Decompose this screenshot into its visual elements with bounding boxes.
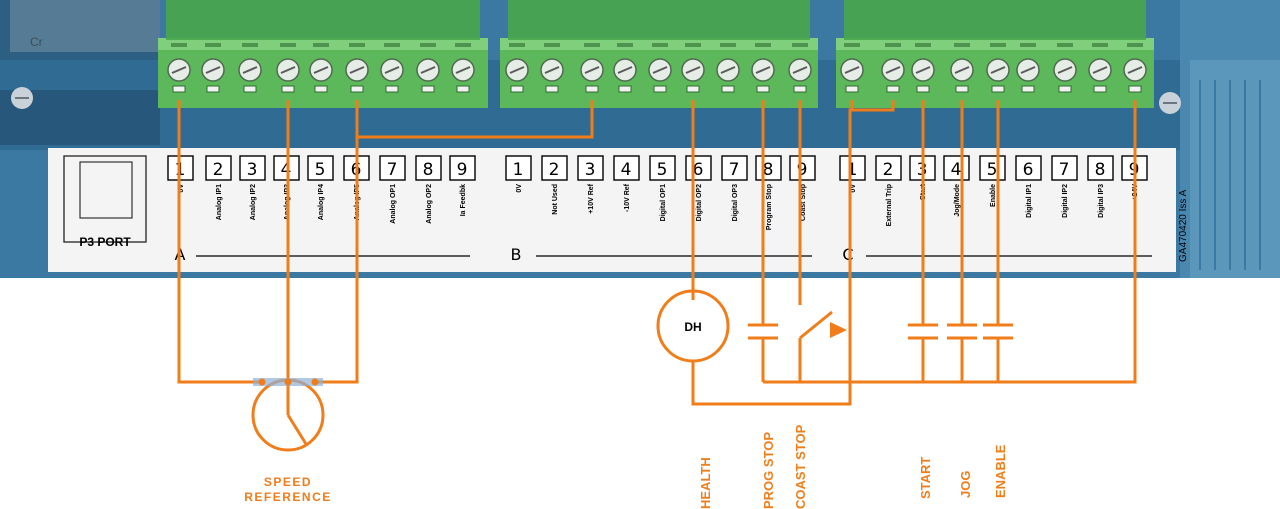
health-label: HEALTH: [698, 457, 713, 509]
terminal-number: 4: [951, 160, 962, 180]
speed-reference-line2: REFERENCE: [244, 490, 332, 504]
terminal-number: 3: [247, 160, 258, 180]
terminal-label: 0V: [516, 184, 523, 193]
cr-text: Cr: [30, 35, 43, 49]
terminal-label: Digital OP3: [732, 184, 739, 221]
terminal-label: Analog OP2: [426, 184, 433, 224]
terminal-label: Digital IP2: [1062, 184, 1069, 218]
terminal-number-box: [721, 155, 748, 181]
terminal-number-box: [943, 155, 970, 181]
terminal-group-letter: B: [511, 245, 522, 264]
terminal-label: Digital IP1: [1026, 184, 1033, 218]
coast-stop-label: COAST STOP: [793, 424, 808, 509]
terminal-label: Enable: [990, 184, 997, 207]
terminal-label: 0V: [850, 184, 857, 193]
terminal-number: 3: [585, 160, 596, 180]
wiring: [177, 100, 1137, 452]
start-label: START: [918, 457, 933, 499]
annotations: SPEED REFERENCE HEALTH PROG STOP COAST S…: [244, 424, 1008, 509]
terminal-number-box: [789, 155, 816, 181]
speed-reference-line1: SPEED: [264, 475, 312, 489]
wire-a1: [177, 100, 260, 384]
terminal-number: 7: [387, 160, 398, 180]
terminal-label: External Trip: [886, 184, 893, 226]
terminal-number-box: [449, 155, 476, 181]
terminal-number: 5: [315, 160, 326, 180]
terminal-number: 5: [657, 160, 668, 180]
terminal-label: Jog/Mode: [954, 184, 961, 217]
terminal-number-box: [1087, 155, 1114, 181]
terminal-number-box: [1051, 155, 1078, 181]
terminal-label: Analog IP1: [216, 184, 223, 220]
terminal-number-box: [979, 155, 1006, 181]
terminal-number-box: [1015, 155, 1042, 181]
wire-a6: [315, 100, 359, 384]
terminal-number: 6: [693, 160, 704, 180]
terminal-label: 0V: [178, 184, 185, 193]
terminal-number-box: [649, 155, 676, 181]
terminal-label: Digital OP1: [660, 184, 667, 221]
terminal-number-box: [307, 155, 334, 181]
terminal-number: 5: [987, 160, 998, 180]
terminal-number: 1: [513, 160, 524, 180]
terminal-label: Analog OP1: [390, 184, 397, 224]
wire-b3: [357, 100, 594, 139]
terminal-number: 8: [423, 160, 434, 180]
terminal-number: 2: [213, 160, 224, 180]
terminal-number: 7: [1059, 160, 1070, 180]
terminal-number: 2: [883, 160, 894, 180]
terminal-number-box: [755, 155, 782, 181]
dh-label: DH: [684, 320, 701, 334]
terminal-label: Coast Stop: [800, 184, 807, 221]
terminal-label: +10V Ref: [588, 183, 595, 213]
terminal-number-box: [415, 155, 442, 181]
terminal-number: 2: [549, 160, 560, 180]
terminal-label: Analog IP2: [250, 184, 257, 220]
terminal-number: 6: [1023, 160, 1034, 180]
enable-label: ENABLE: [993, 444, 1008, 498]
arrow-icon: [830, 322, 847, 338]
terminal-number-box: [541, 155, 568, 181]
terminal-number: 9: [457, 160, 468, 180]
terminal-number: 9: [797, 160, 808, 180]
wire-c9: [763, 100, 1137, 384]
terminal-label: Analog IP4: [318, 184, 325, 220]
terminal-label: Program Stop: [766, 184, 773, 230]
p3-port-label: P3 PORT: [79, 235, 131, 249]
terminal-number-box: [613, 155, 640, 181]
terminal-number: 4: [621, 160, 632, 180]
terminal-number-box: [239, 155, 266, 181]
terminal-connectors: [158, 0, 1154, 108]
terminal-number-box: [205, 155, 232, 181]
terminal-number: 8: [1095, 160, 1106, 180]
terminal-number-box: [839, 155, 866, 181]
terminal-group-letter: C: [842, 245, 853, 264]
prog-stop-label: PROG STOP: [761, 432, 776, 509]
terminal-number: 4: [281, 160, 292, 180]
health-relay-icon: [656, 289, 730, 363]
terminal-label: Not Used: [552, 184, 559, 215]
terminal-number-box: [505, 155, 532, 181]
terminal-number: 8: [763, 160, 774, 180]
terminal-number-box: [379, 155, 406, 181]
terminal-number-box: [685, 155, 712, 181]
part-number: GA470420 Iss A: [1178, 189, 1189, 262]
terminal-label: -10V Ref: [624, 183, 631, 212]
jog-label: JOG: [958, 471, 973, 498]
terminal-label: Ia Feedbk: [460, 184, 467, 216]
terminal-number: 1: [847, 160, 858, 180]
terminal-number: 7: [729, 160, 740, 180]
terminal-number-box: [577, 155, 604, 181]
terminal-label: Digital IP3: [1098, 184, 1105, 218]
terminal-label: Digital OP2: [696, 184, 703, 221]
terminal-number-box: [875, 155, 902, 181]
